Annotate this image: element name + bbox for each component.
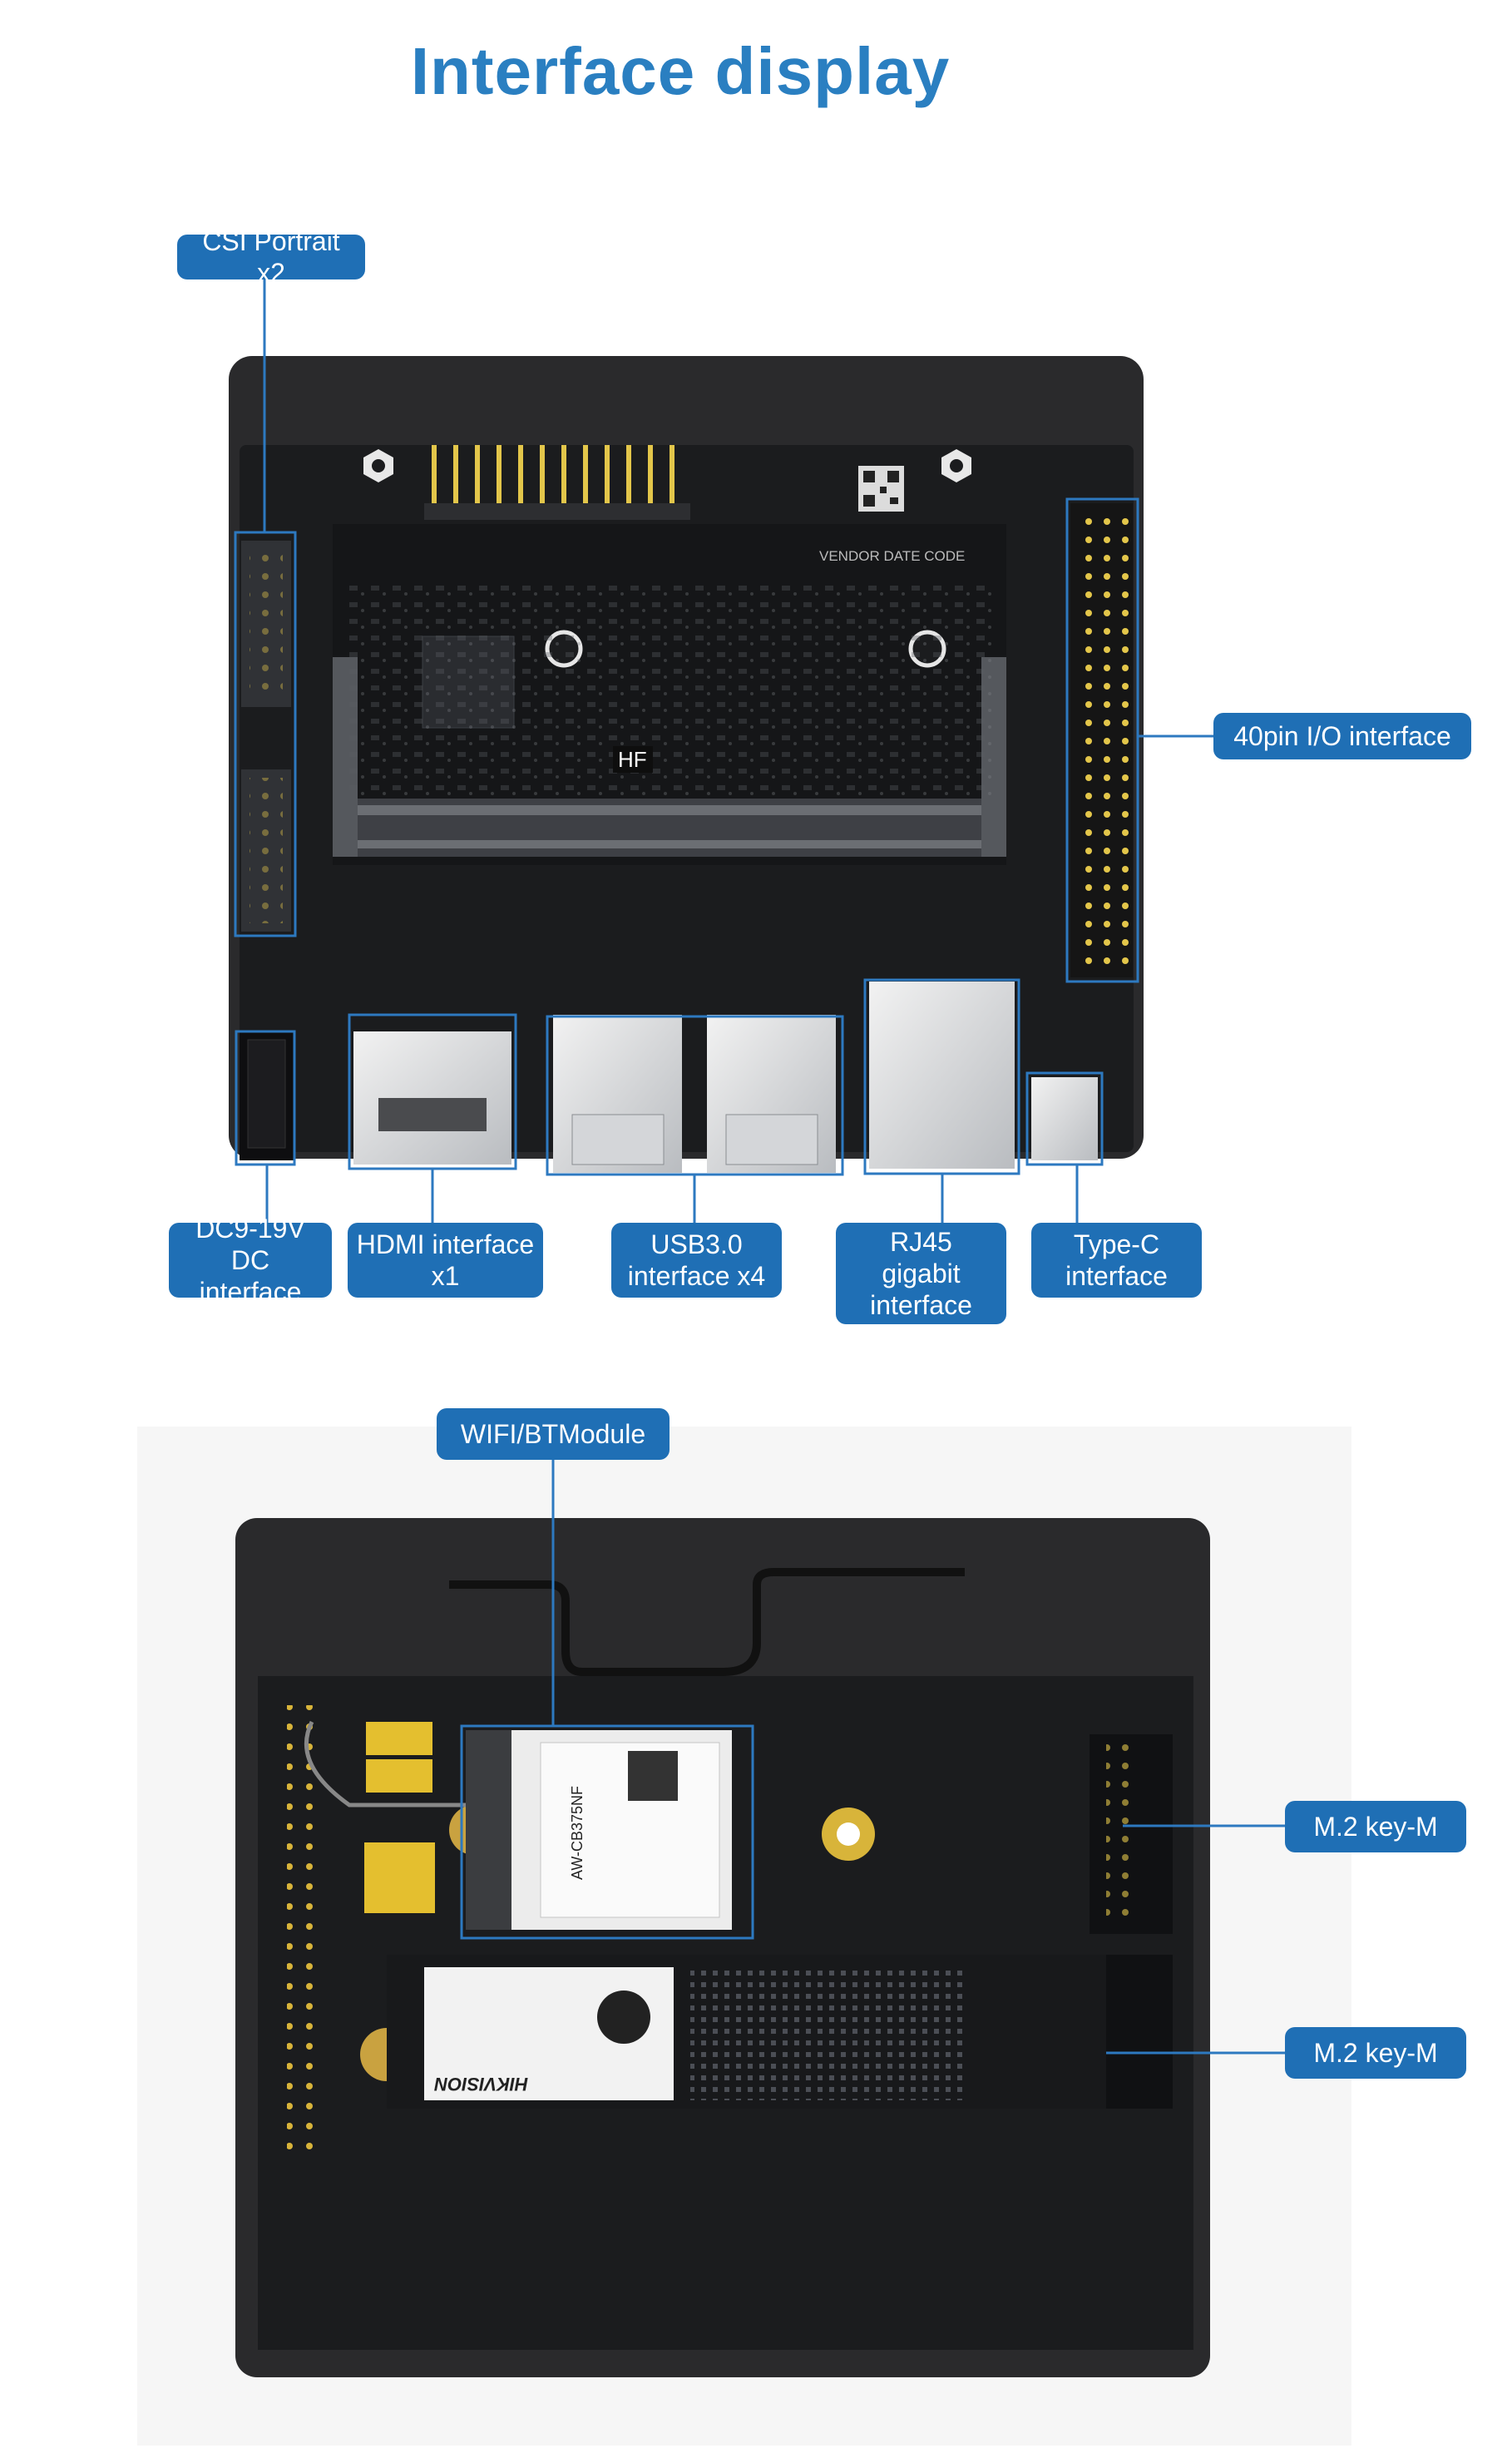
page-title: Interface display bbox=[410, 34, 951, 108]
csi-callout-label: CSI Portrait x2 bbox=[202, 226, 340, 288]
m2-callout-upper: M.2 key-M bbox=[1285, 1801, 1466, 1852]
m2-callout-upper-label: M.2 key-M bbox=[1313, 1812, 1438, 1842]
gpio-callout-label: 40pin I/O interface bbox=[1233, 721, 1451, 751]
rj45-callout-label: RJ45 gigabit interface bbox=[870, 1227, 972, 1320]
usb-callout-label: USB3.0 interface x4 bbox=[627, 1229, 766, 1291]
hf-silkscreen: HF bbox=[618, 747, 647, 772]
dc-callout: DC9-19V DC interface bbox=[169, 1214, 332, 1307]
typec-callout-label: Type-C interface bbox=[1065, 1229, 1168, 1291]
m2-callout-lower-label: M.2 key-M bbox=[1313, 2038, 1438, 2068]
m2-callout-lower: M.2 key-M bbox=[1285, 2027, 1466, 2079]
hdmi-callout-label: HDMI interface x1 bbox=[356, 1229, 535, 1291]
typec-callout: Type-C interface bbox=[1031, 1223, 1202, 1298]
csi-callout: CSI Portrait x2 bbox=[177, 226, 365, 288]
wifi-module-label: AW-CB375NF bbox=[569, 1786, 586, 1880]
rj45-callout: RJ45 gigabit interface bbox=[836, 1223, 1006, 1324]
ssd-brand-label: HIKVISION bbox=[433, 2074, 528, 2094]
dc-callout-label: DC9-19V DC interface bbox=[195, 1214, 305, 1307]
rj45-port bbox=[869, 982, 1015, 1169]
hdmi-callout: HDMI interface x1 bbox=[348, 1223, 543, 1298]
vendor-silkscreen: VENDOR DATE CODE bbox=[819, 548, 965, 564]
wifi-callout: WIFI/BTModule bbox=[437, 1408, 670, 1460]
bottom-board: AW-CB375NF HIKVISION bbox=[137, 1427, 1351, 2446]
top-header-pins bbox=[424, 445, 690, 520]
top-board: VENDOR DATE CODE HF bbox=[229, 279, 1214, 1223]
gpio-callout: 40pin I/O interface bbox=[1213, 713, 1471, 759]
wifi-callout-label: WIFI/BTModule bbox=[460, 1419, 646, 1449]
usb-callout: USB3.0 interface x4 bbox=[611, 1223, 782, 1298]
typec-port bbox=[1031, 1077, 1098, 1160]
